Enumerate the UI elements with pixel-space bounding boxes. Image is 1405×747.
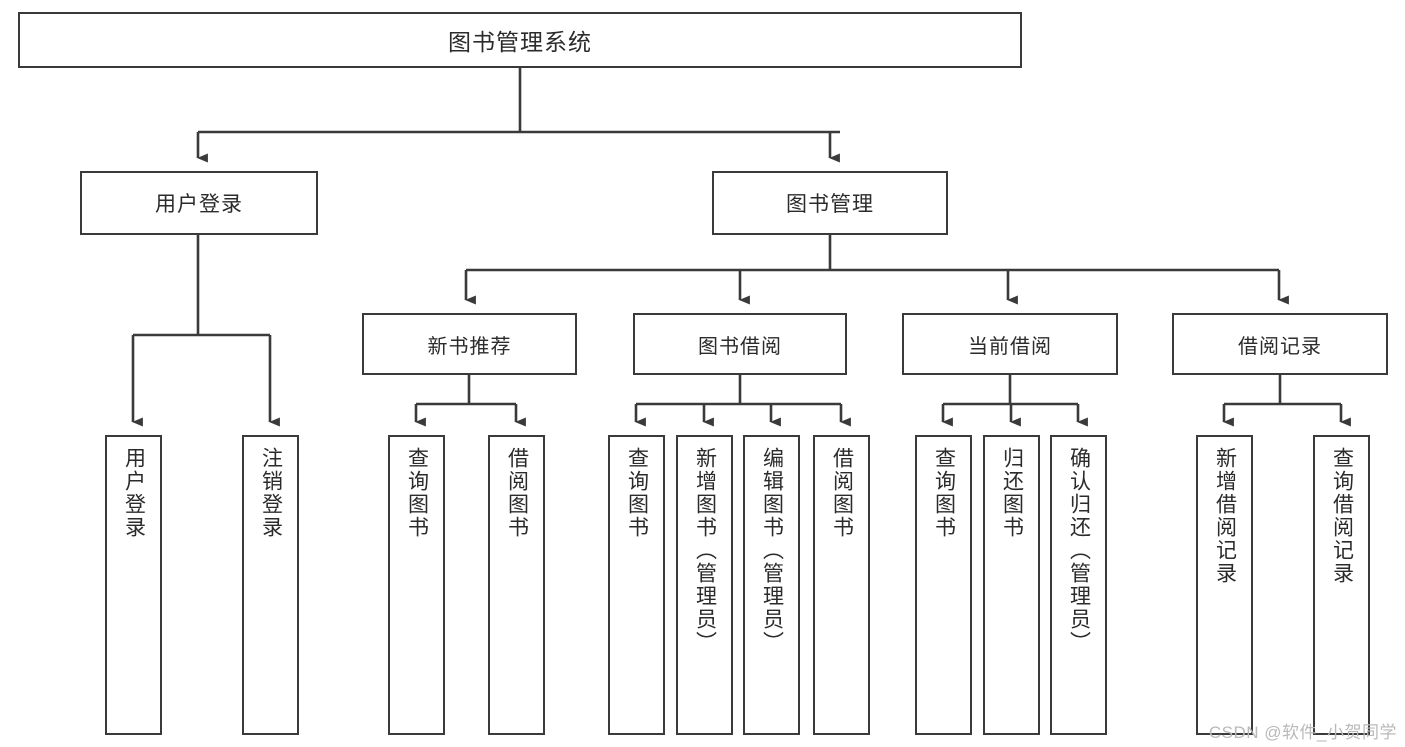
leaf-recommend-query-book[interactable]: 查询图书 <box>388 435 445 735</box>
node-borrow-record[interactable]: 借阅记录 <box>1172 313 1388 375</box>
node-label: 图书借阅 <box>698 335 782 358</box>
node-label: 当前借阅 <box>968 335 1052 358</box>
node-label: 借阅记录 <box>1238 335 1322 358</box>
leaf-label: 注销登录 <box>259 447 283 539</box>
leaf-user-login-logout[interactable]: 注销登录 <box>242 435 299 735</box>
node-new-book-recommend[interactable]: 新书推荐 <box>362 313 577 375</box>
leaf-borrow-query-book[interactable]: 查询图书 <box>608 435 665 735</box>
leaf-current-query-book[interactable]: 查询图书 <box>915 435 972 735</box>
leaf-label: 编辑图书（管理员） <box>760 447 784 654</box>
leaf-label: 新增借阅记录 <box>1213 447 1237 585</box>
leaf-label: 确认归还（管理员） <box>1067 447 1091 654</box>
node-root-system[interactable]: 图书管理系统 <box>18 12 1022 68</box>
leaf-user-login-login[interactable]: 用户登录 <box>105 435 162 735</box>
node-book-management[interactable]: 图书管理 <box>712 171 948 235</box>
node-label: 用户登录 <box>155 193 243 216</box>
node-book-borrow[interactable]: 图书借阅 <box>633 313 847 375</box>
node-label: 新书推荐 <box>427 335 512 358</box>
leaf-record-add-record[interactable]: 新增借阅记录 <box>1196 435 1253 735</box>
leaf-label: 查询图书 <box>932 447 956 539</box>
leaf-borrow-add-book-admin[interactable]: 新增图书（管理员） <box>676 435 733 735</box>
leaf-label: 用户登录 <box>122 447 146 539</box>
leaf-label: 查询图书 <box>625 447 649 539</box>
leaf-recommend-borrow-book[interactable]: 借阅图书 <box>488 435 545 735</box>
leaf-label: 借阅图书 <box>830 447 854 539</box>
leaf-label: 新增图书（管理员） <box>693 447 717 654</box>
leaf-current-confirm-return-admin[interactable]: 确认归还（管理员） <box>1050 435 1107 735</box>
leaf-label: 归还图书 <box>1000 447 1024 539</box>
leaf-record-query-record[interactable]: 查询借阅记录 <box>1313 435 1370 735</box>
leaf-current-return-book[interactable]: 归还图书 <box>983 435 1040 735</box>
leaf-borrow-edit-book-admin[interactable]: 编辑图书（管理员） <box>743 435 800 735</box>
node-label: 图书管理 <box>786 193 874 216</box>
leaf-label: 查询借阅记录 <box>1330 447 1354 585</box>
leaf-label: 借阅图书 <box>505 447 529 539</box>
leaf-label: 查询图书 <box>405 447 429 539</box>
node-label: 图书管理系统 <box>448 29 592 55</box>
node-current-borrow[interactable]: 当前借阅 <box>902 313 1118 375</box>
leaf-borrow-borrow-book[interactable]: 借阅图书 <box>813 435 870 735</box>
csdn-watermark: CSDN @软件_小贺同学 <box>1208 723 1397 742</box>
node-user-login[interactable]: 用户登录 <box>80 171 318 235</box>
